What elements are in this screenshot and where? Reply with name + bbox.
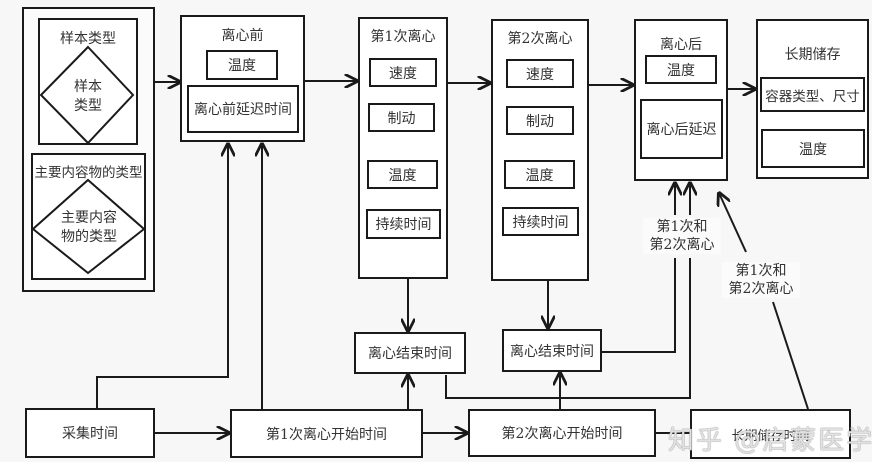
- sample-type-diamond-line2: 类型: [74, 98, 102, 114]
- storage-temperature-box: 温度: [761, 129, 865, 168]
- pre-temperature-box: 温度: [206, 50, 278, 80]
- edge-label-1-line1: 第1次和: [656, 219, 708, 235]
- link-first-end-to-post: [445, 258, 691, 399]
- content-type-diamond-line1: 主要内容: [61, 210, 117, 226]
- second-centrifuge-title: 第2次离心: [507, 31, 573, 47]
- second-brake-box: 制动: [506, 106, 574, 135]
- post-temperature-box: 温度: [645, 55, 717, 84]
- link-collection-to-pre: [96, 144, 228, 408]
- sample-type-diamond: [39, 45, 135, 145]
- post-delay-box: 离心后延迟: [640, 99, 723, 159]
- sample-type-diamond-text: 样本 类型: [60, 78, 116, 116]
- edge-label-2-line2: 第2次离心: [728, 281, 794, 297]
- storage-time-box: 长期储存时间: [690, 409, 851, 459]
- collection-time-box: 采集时间: [25, 408, 155, 458]
- content-type-diamond-text: 主要内容 物的类型: [53, 209, 125, 247]
- pre-centrifuge-title: 离心前: [221, 28, 264, 44]
- second-duration-box: 持续时间: [502, 207, 579, 236]
- first-brake-box: 制动: [368, 103, 435, 132]
- first-centrifuge-title: 第1次离心: [370, 29, 436, 45]
- first-end-time-box: 离心结束时间: [354, 332, 466, 374]
- second-speed-box: 速度: [506, 59, 574, 88]
- sample-type-diamond-line1: 样本: [74, 79, 102, 95]
- first-duration-box: 持续时间: [366, 209, 441, 239]
- watermark: 知乎 @启蒙医学: [668, 426, 875, 456]
- content-type-diamond: [31, 178, 146, 275]
- second-end-time-box: 离心结束时间: [502, 329, 602, 372]
- second-start-time-box: 第2次离心开始时间: [468, 409, 656, 457]
- storage-time-label: 长期储存时间: [731, 428, 810, 444]
- edge-label-both-centrifuges-2: 第1次和 第2次离心: [722, 262, 800, 298]
- second-temperature-box: 温度: [504, 160, 575, 189]
- content-type-diamond-line2: 物的类型: [61, 229, 117, 245]
- arrow-storage-time-to-post: [719, 193, 747, 253]
- content-type-title: 主要内容物的类型: [34, 165, 143, 181]
- edge-label-2-line1: 第1次和: [735, 263, 787, 279]
- long-term-storage-title: 长期储存: [784, 47, 841, 63]
- link-storage-time-diag-lower: [772, 301, 809, 410]
- first-start-time-box: 第1次离心开始时间: [230, 409, 423, 458]
- sample-type-title: 样本类型: [60, 31, 116, 47]
- content-type-box: 主要内容物的类型: [31, 153, 146, 280]
- post-centrifuge-title: 离心后: [660, 37, 702, 53]
- storage-container-box: 容器类型、尺寸: [760, 77, 865, 112]
- first-temperature-box: 温度: [367, 160, 438, 189]
- first-speed-box: 速度: [369, 58, 437, 87]
- pre-delay-box: 离心前延迟时间: [187, 85, 299, 133]
- edge-label-1-line2: 第2次离心: [649, 237, 715, 253]
- link-second-end-to-post: [602, 258, 676, 353]
- edge-label-both-centrifuges-1: 第1次和 第2次离心: [643, 218, 721, 254]
